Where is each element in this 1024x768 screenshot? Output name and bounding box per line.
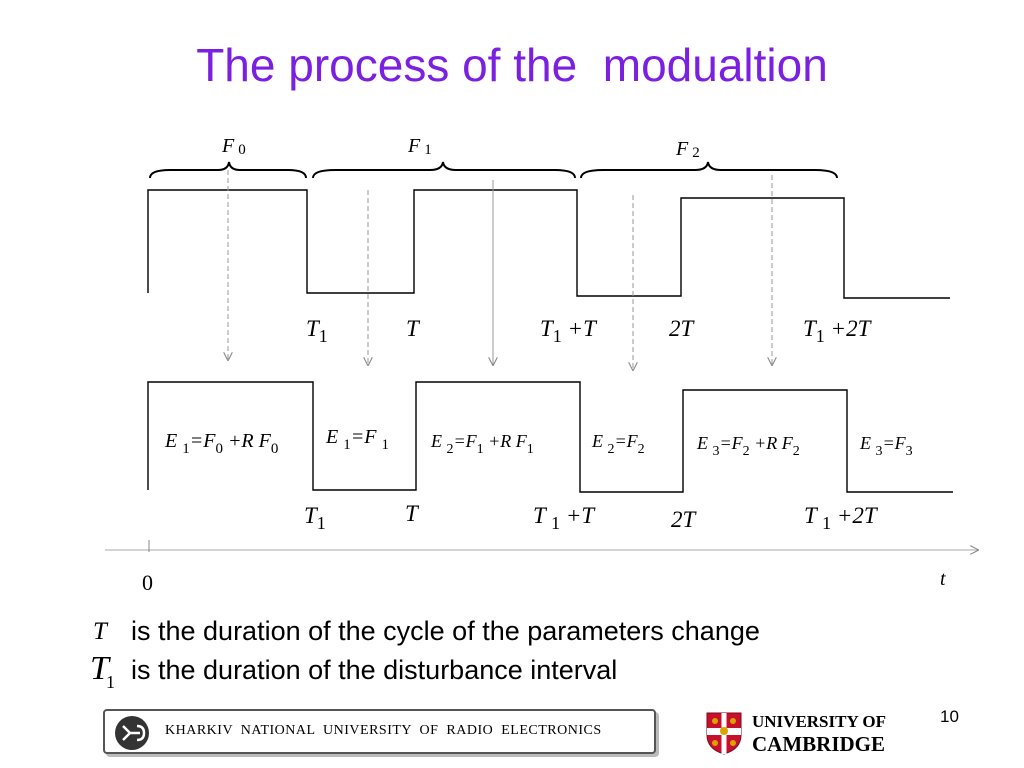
top-tick-t1: T1 (306, 316, 328, 346)
axis-origin-label: 0 (142, 570, 153, 595)
cambridge-line1: UNIVERSITY OF (752, 712, 886, 731)
equation-e2a: E 2=F1 +R F1 (430, 431, 534, 457)
page-number: 10 (940, 707, 959, 726)
energy-waveform (147, 381, 953, 493)
legend-t-symbol: T (93, 618, 107, 645)
kharkiv-name: KHARKIV NATIONAL UNIVERSITY OF RADIO ELE… (165, 723, 602, 738)
top-tick-t1-plus-t: T1 +T (540, 316, 598, 346)
brace-f1 (312, 161, 576, 179)
parameter-waveform (147, 189, 950, 299)
slide-title: The process of the modualtion (196, 39, 828, 91)
cambridge-crest-icon (706, 712, 742, 755)
brace-f2 (580, 161, 838, 179)
top-tick-t1-plus-2t: T1 +2T (803, 316, 873, 346)
equation-e3b: E 3=F3 (859, 433, 913, 459)
brace-f0 (149, 161, 307, 179)
bottom-tick-t1-plus-t: T 1 +T (533, 503, 596, 533)
bottom-tick-t1-plus-2t: T 1 +2T (804, 503, 879, 533)
legend-t1-symbol: T (90, 650, 109, 687)
legend-t1-text: is the duration of the disturbance inter… (131, 655, 618, 685)
equation-e1b: E 1=F 1 (325, 426, 389, 453)
bottom-tick-t: T (405, 501, 420, 526)
bottom-tick-2t: 2T (671, 507, 698, 532)
equation-e2b: E 2=F2 (591, 431, 645, 457)
top-tick-2t: 2T (669, 316, 696, 341)
equation-e3a: E 3=F2 +R F2 (696, 433, 800, 459)
axis-t-label: t (940, 568, 946, 590)
legend-t1-sub: 1 (106, 672, 115, 692)
bottom-tick-t1: T1 (304, 503, 326, 533)
top-tick-t: T (406, 316, 421, 341)
legend-t-text: is the duration of the cycle of the para… (131, 616, 760, 646)
cambridge-line2: CAMBRIDGE (752, 732, 886, 756)
equation-e1a: E 1=F0 +R F0 (164, 430, 278, 457)
kharkiv-banner: KHARKIV NATIONAL UNIVERSITY OF RADIO ELE… (103, 709, 656, 754)
kharkiv-logo-icon (115, 716, 149, 750)
